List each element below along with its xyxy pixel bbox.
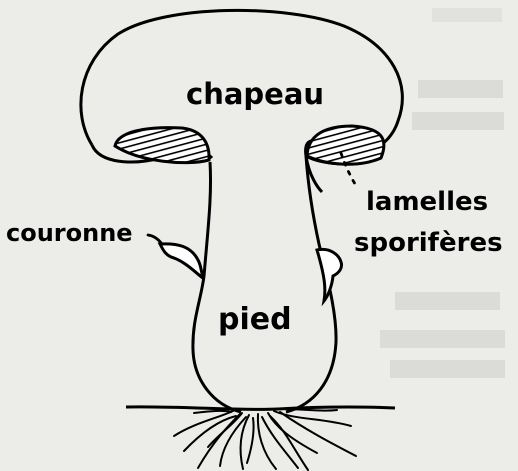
gills-label-line2: sporifères bbox=[354, 228, 503, 258]
gills-label-line1: lamelles bbox=[366, 187, 488, 217]
ground-line bbox=[126, 407, 395, 410]
stem-left-side bbox=[193, 162, 241, 412]
roots bbox=[174, 409, 356, 470]
stem-label: pied bbox=[218, 302, 292, 337]
ring-pointer-line bbox=[148, 235, 162, 244]
right-gills bbox=[307, 126, 384, 164]
ring-left bbox=[160, 244, 204, 279]
ring-right bbox=[317, 249, 342, 301]
left-gills bbox=[115, 128, 209, 163]
cap-label: chapeau bbox=[186, 77, 324, 111]
ring-label: couronne bbox=[6, 219, 133, 247]
